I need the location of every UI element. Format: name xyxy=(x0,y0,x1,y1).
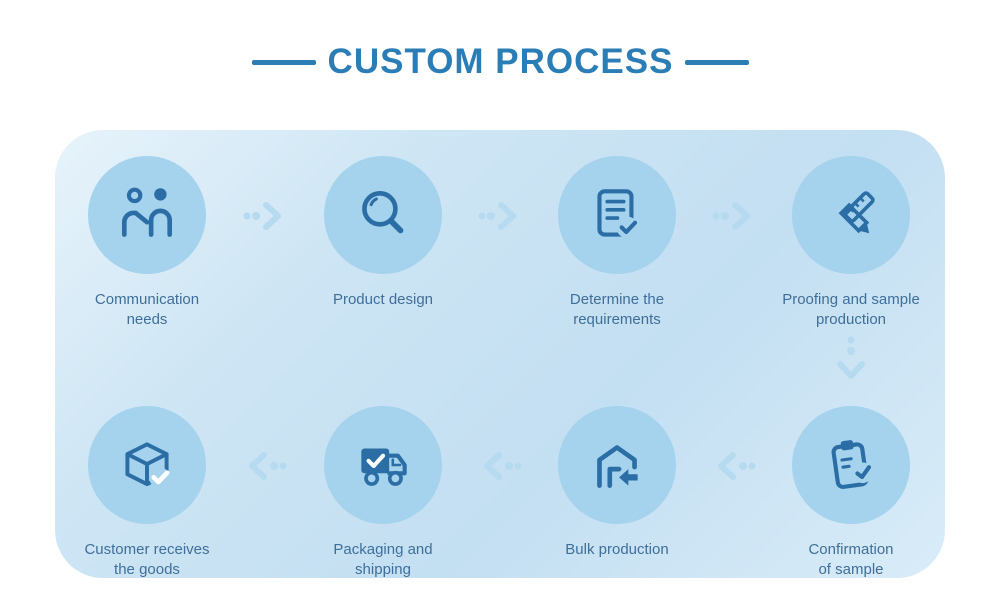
step-product-design: Product design xyxy=(288,156,478,310)
step-communication-needs: Communication needs xyxy=(52,156,242,331)
warehouse-arrow-icon xyxy=(558,406,676,524)
step-label: Confirmation of sample xyxy=(808,541,894,579)
step-customer-receives: Customer receives the goods xyxy=(52,406,242,581)
step-determine-requirements: Determine the requirements xyxy=(522,156,712,331)
step-label: Packaging and shipping xyxy=(333,541,433,579)
flow-arrow-right-1 xyxy=(242,201,288,231)
title-rule-right xyxy=(685,59,750,65)
flow-arrow-left-1 xyxy=(711,451,757,481)
header: CUSTOM PROCESS xyxy=(0,42,1001,82)
delivery-truck-icon xyxy=(324,406,442,524)
flow-arrow-left-3 xyxy=(242,451,288,481)
step-label: Bulk production xyxy=(565,541,669,558)
two-people-icon xyxy=(88,156,206,274)
step-packaging-shipping: Packaging and shipping xyxy=(288,406,478,581)
step-confirmation-sample: Confirmation of sample xyxy=(756,406,946,581)
process-panel: Communication needs Product design xyxy=(55,130,945,578)
flow-arrow-right-2 xyxy=(477,201,523,231)
flow-arrow-right-3 xyxy=(711,201,757,231)
step-label: Determine the requirements xyxy=(569,291,665,329)
step-proofing-sample: Proofing and sample production xyxy=(756,156,946,331)
pencil-ruler-icon xyxy=(792,156,910,274)
flow-arrow-left-2 xyxy=(477,451,523,481)
clipboard-check-icon xyxy=(792,406,910,524)
step-label: Customer receives the goods xyxy=(84,541,210,579)
step-label: Product design xyxy=(332,291,434,308)
page-title: CUSTOM PROCESS xyxy=(327,42,674,81)
document-check-icon xyxy=(558,156,676,274)
step-label: Proofing and sample production xyxy=(782,291,920,329)
flow-arrow-down xyxy=(836,334,866,398)
package-check-icon xyxy=(88,406,206,524)
step-label: Communication needs xyxy=(94,291,200,329)
step-bulk-production: Bulk production xyxy=(522,406,712,560)
title-rule-left xyxy=(251,59,316,65)
magnifier-icon xyxy=(324,156,442,274)
